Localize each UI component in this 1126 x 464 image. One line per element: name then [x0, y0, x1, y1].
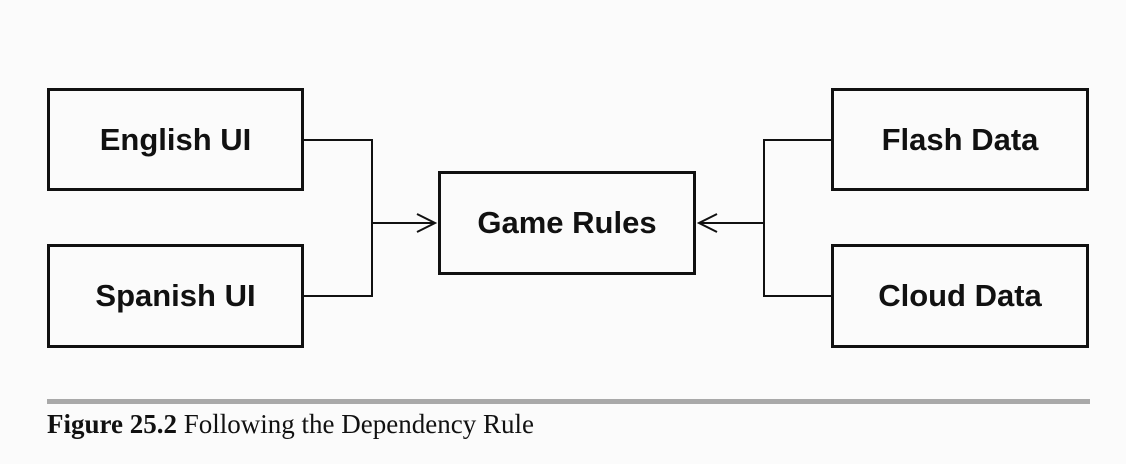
english-ui-label: English UI — [99, 121, 252, 157]
cloud-data-label: Cloud Data — [878, 278, 1042, 313]
spanish-ui-label: Spanish UI — [95, 278, 256, 313]
english-ui-connector — [304, 139, 373, 297]
game-rules-node: Game Rules — [438, 171, 696, 275]
spanish-ui-node: Spanish UI — [47, 244, 304, 348]
caption-divider — [47, 399, 1090, 404]
figure-caption: Figure 25.2 Following the Dependency Rul… — [47, 409, 534, 440]
left-arrowhead-icon — [416, 213, 438, 233]
flash-data-label: Flash Data — [881, 121, 1039, 157]
english-ui-node: English UI — [47, 88, 304, 191]
game-rules-label: Game Rules — [477, 205, 657, 240]
cloud-data-node: Cloud Data — [831, 244, 1089, 348]
figure-number: Figure 25.2 — [47, 409, 177, 439]
flash-data-connector — [763, 139, 831, 297]
flash-data-node: Flash Data — [831, 88, 1089, 191]
right-arrowhead-icon — [696, 213, 718, 233]
figure-title: Following the Dependency Rule — [183, 409, 534, 439]
